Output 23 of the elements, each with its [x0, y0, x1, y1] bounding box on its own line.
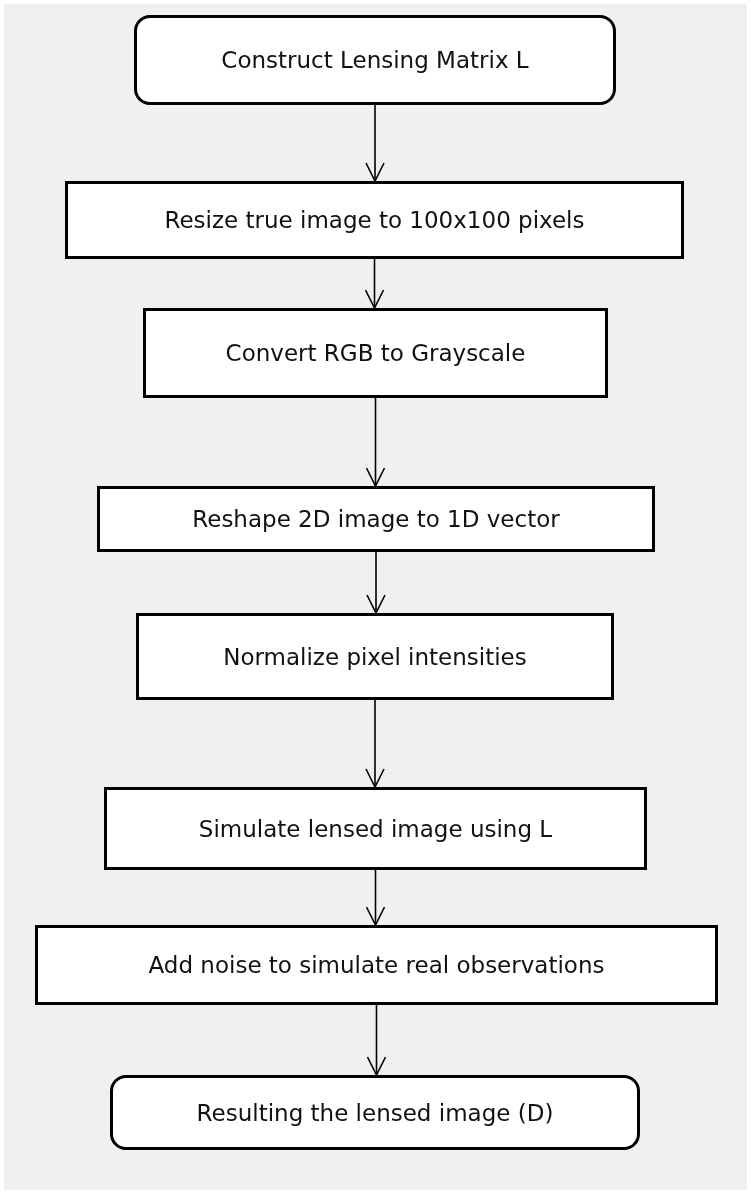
- step-text: Construct Lensing Matrix L: [221, 47, 529, 73]
- terminal-box: [134, 15, 616, 105]
- process-box: [143, 308, 608, 398]
- step-text: Reshape 2D image to 1D vector: [192, 506, 560, 532]
- terminal-box: [110, 1075, 640, 1150]
- step-text: Add noise to simulate real observations: [148, 952, 605, 978]
- arrow: [366, 551, 386, 614]
- step-text: Resize true image to 100x100 pixels: [164, 207, 585, 233]
- arrow: [365, 869, 386, 926]
- process-box: [104, 787, 647, 870]
- step-text: Resulting the lensed image (D): [196, 1099, 554, 1126]
- process-box: [35, 925, 718, 1005]
- arrow: [366, 1004, 387, 1076]
- arrow: [365, 104, 385, 182]
- arrow: [365, 397, 386, 487]
- process-box: [97, 486, 655, 552]
- arrow: [364, 258, 385, 309]
- step-text: Normalize pixel intensities: [223, 643, 527, 670]
- process-box: [136, 613, 614, 700]
- arrow: [365, 699, 385, 788]
- step-text: Simulate lensed image using L: [198, 815, 553, 842]
- step-text: Convert RGB to Grayscale: [225, 340, 526, 366]
- process-box: [65, 181, 684, 259]
